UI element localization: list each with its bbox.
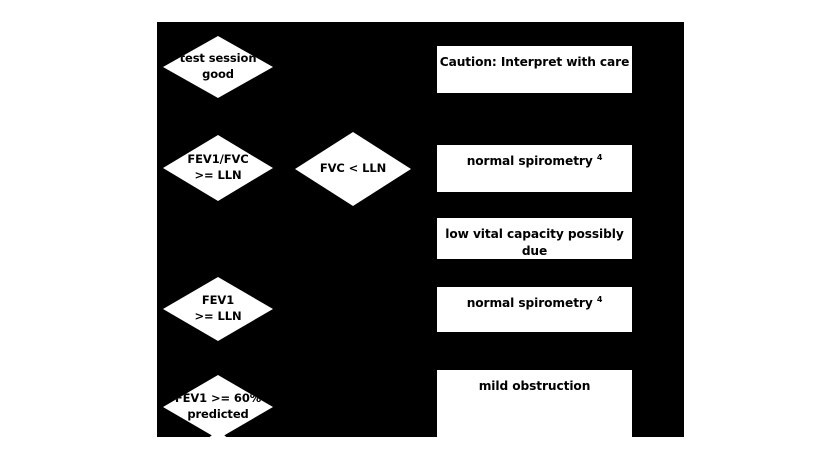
decision-fev1-60-percent-predicted[interactable]: FEV1 >= 60% predicted (163, 375, 273, 437)
outcome-mild-obstruction[interactable]: mild obstruction (437, 370, 632, 437)
decision-fev1-fvc-lln[interactable]: FEV1/FVC >= LLN (163, 135, 273, 201)
outcome-text: normal spirometry (466, 154, 597, 168)
decision-test-session-good[interactable]: test session good (163, 36, 273, 98)
outcome-caution-interpret-with-care[interactable]: Caution: Interpret with care (437, 46, 632, 93)
outcome-low-vital-capacity[interactable]: low vital capacity possibly due to restr… (437, 218, 632, 292)
outcome-label: normal spirometry 4 (467, 145, 603, 170)
outcome-normal-spirometry-upper[interactable]: normal spirometry 4 (437, 145, 632, 192)
decision-label: FEV1/FVC >= LLN (187, 152, 249, 182)
decision-label: FVC < LLN (319, 161, 387, 176)
decision-label: FEV1 >= 60% predicted (174, 391, 262, 421)
outcome-label: Caution: Interpret with care (439, 55, 630, 69)
flowchart-panel: test session good FEV1/FVC >= LLN FVC < … (157, 22, 684, 437)
connector-arrow-icon (199, 430, 237, 437)
decision-label: test session good (179, 51, 257, 81)
outcome-label: mild obstruction (478, 379, 591, 393)
footnote-marker: 4 (596, 294, 603, 304)
outcome-normal-spirometry-lower[interactable]: normal spirometry 4 (437, 287, 632, 332)
outcome-text: normal spirometry (466, 296, 597, 310)
outcome-label: low vital capacity possibly due to restr… (445, 227, 624, 293)
footnote-marker: 4 (596, 152, 603, 162)
outcome-label: normal spirometry 4 (467, 287, 603, 312)
decision-label: FEV1 >= LLN (194, 293, 242, 323)
decision-fvc-lln[interactable]: FVC < LLN (295, 132, 411, 206)
decision-fev1-lln[interactable]: FEV1 >= LLN (163, 277, 273, 341)
